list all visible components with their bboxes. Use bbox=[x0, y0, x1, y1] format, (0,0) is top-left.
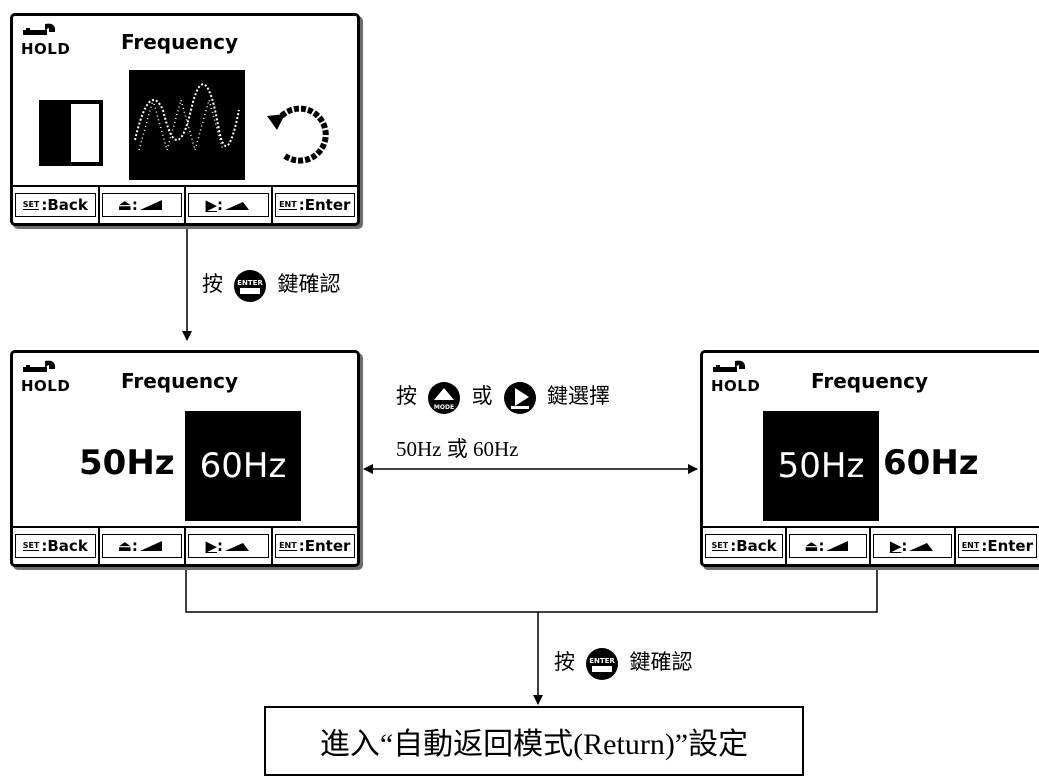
softkey-back-label: Back bbox=[47, 196, 88, 214]
softkey-enter-label: Enter bbox=[304, 537, 351, 555]
softkey-back[interactable]: SET:Back bbox=[13, 187, 100, 223]
wrench-icon bbox=[713, 360, 746, 372]
ent-key-icon: ENT bbox=[961, 540, 980, 551]
increase-icon bbox=[139, 200, 162, 210]
final-step-box: 進入“自動返回模式(Return)”設定 bbox=[264, 706, 804, 776]
press-text: 按 bbox=[554, 650, 575, 674]
up-key-icon: ⏏ bbox=[117, 196, 132, 214]
softkey-enter-label: Enter bbox=[304, 196, 351, 214]
wrench-icon bbox=[23, 23, 56, 35]
softkey-back[interactable]: SET:Back bbox=[703, 528, 788, 564]
hold-label: HOLD bbox=[711, 377, 761, 395]
step-confirm-1: 按 ENTER 鍵確認 bbox=[202, 268, 341, 304]
right-button-icon bbox=[503, 382, 536, 415]
action-text: 鍵確認 bbox=[277, 272, 341, 296]
shift-icon bbox=[225, 202, 250, 210]
hold-indicator: HOLD bbox=[711, 359, 760, 395]
softkey-up[interactable]: ⏏: bbox=[100, 528, 186, 564]
softkey-bar: SET:Back ⏏: ▶: ENT:Enter bbox=[703, 526, 1039, 564]
right-key-icon: ▶ bbox=[205, 537, 218, 555]
select-detail: 50Hz 或 60Hz bbox=[396, 437, 519, 461]
step-select: 按 MODE 或 鍵選擇 bbox=[396, 380, 610, 416]
set-key-icon: SET bbox=[22, 199, 40, 210]
action-text: 鍵選擇 bbox=[547, 384, 610, 408]
or-text: 或 bbox=[471, 384, 493, 408]
enter-button-icon: ENTER bbox=[234, 270, 267, 303]
final-step-text: 進入“自動返回模式(Return)”設定 bbox=[319, 728, 749, 761]
softkey-up[interactable]: ⏏: bbox=[100, 187, 186, 223]
wrench-icon bbox=[23, 360, 56, 372]
softkey-bar: SET:Back ⏏: ▶: ENT:Enter bbox=[13, 185, 357, 223]
lcd-screen-50hz: HOLD Frequency 50Hz 60Hz SET:Back ⏏: ▶: … bbox=[700, 350, 1039, 567]
shift-icon bbox=[909, 543, 934, 551]
hold-label: HOLD bbox=[21, 40, 71, 58]
lcd-screen-60hz: HOLD Frequency 50Hz 60Hz SET:Back ⏏: ▶: … bbox=[10, 350, 360, 567]
action-text: 鍵確認 bbox=[629, 650, 693, 674]
increase-icon bbox=[826, 541, 849, 551]
softkey-right[interactable]: ▶: bbox=[186, 528, 273, 564]
softkey-enter[interactable]: ENT:Enter bbox=[273, 528, 358, 564]
up-key-icon: ⏏ bbox=[117, 537, 132, 555]
softkey-back-label: Back bbox=[47, 537, 88, 555]
softkey-enter[interactable]: ENT:Enter bbox=[273, 187, 358, 223]
softkey-back[interactable]: SET:Back bbox=[13, 528, 100, 564]
ent-key-icon: ENT bbox=[279, 199, 297, 210]
press-text: 按 bbox=[202, 272, 223, 296]
softkey-back-label: Back bbox=[736, 537, 777, 555]
up-key-icon: ⏏ bbox=[804, 537, 819, 555]
svg-text:MODE: MODE bbox=[434, 404, 454, 411]
option-50hz-selected[interactable]: 50Hz bbox=[763, 411, 879, 521]
press-text: 按 bbox=[396, 384, 417, 408]
softkey-enter-label: Enter bbox=[987, 537, 1033, 555]
lcd-screen-menu: HOLD Frequency SET:Back ⏏: ▶: ENT:Enter bbox=[10, 13, 360, 226]
right-key-icon: ▶ bbox=[889, 537, 902, 555]
option-50hz[interactable]: 50Hz bbox=[79, 443, 175, 483]
svg-text:ENTER: ENTER bbox=[237, 279, 263, 287]
softkey-up[interactable]: ⏏: bbox=[787, 528, 872, 564]
hold-indicator: HOLD bbox=[21, 359, 70, 395]
hold-label: HOLD bbox=[21, 377, 71, 395]
softkey-right[interactable]: ▶: bbox=[871, 528, 956, 564]
increase-icon bbox=[139, 541, 162, 551]
merge-line bbox=[185, 570, 878, 613]
set-key-icon: SET bbox=[711, 540, 729, 551]
softkey-right[interactable]: ▶: bbox=[186, 187, 273, 223]
right-key-icon: ▶ bbox=[205, 196, 218, 214]
option-60hz-selected[interactable]: 60Hz bbox=[185, 411, 301, 521]
contrast-icon bbox=[39, 100, 103, 166]
hold-indicator: HOLD bbox=[21, 22, 70, 58]
screen-title: Frequency bbox=[121, 369, 239, 393]
screen-title: Frequency bbox=[121, 30, 239, 54]
mode-up-button-icon: MODE bbox=[428, 382, 461, 415]
frequency-icon bbox=[129, 70, 245, 180]
option-60hz[interactable]: 60Hz bbox=[883, 443, 979, 483]
step-confirm-2: 按 ENTER 鍵確認 bbox=[554, 646, 693, 682]
enter-button-icon: ENTER bbox=[586, 648, 619, 681]
return-icon bbox=[267, 105, 329, 164]
svg-text:ENTER: ENTER bbox=[589, 657, 615, 665]
screen-title: Frequency bbox=[811, 369, 929, 393]
shift-icon bbox=[225, 543, 250, 551]
softkey-enter[interactable]: ENT:Enter bbox=[956, 528, 1039, 564]
softkey-bar: SET:Back ⏏: ▶: ENT:Enter bbox=[13, 526, 357, 564]
set-key-icon: SET bbox=[22, 540, 40, 551]
ent-key-icon: ENT bbox=[279, 540, 297, 551]
